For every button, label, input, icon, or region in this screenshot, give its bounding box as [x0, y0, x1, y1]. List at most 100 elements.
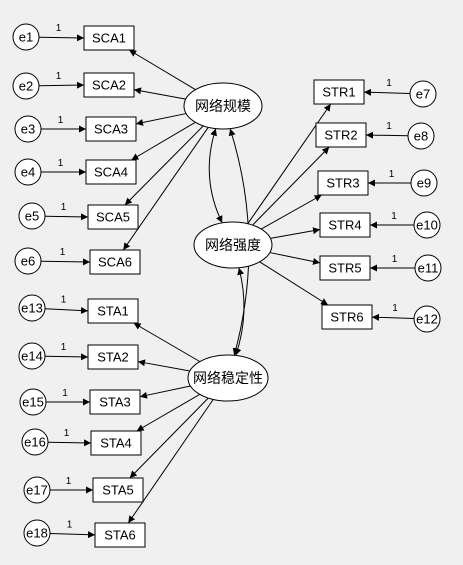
error-term-circle [14, 158, 42, 186]
observed-variable-label: SCA1 [92, 31, 126, 46]
error-term-circle [18, 294, 46, 322]
error-arrow [44, 353, 89, 361]
error-term-label: e2 [19, 79, 33, 94]
error-term-label: e11 [418, 261, 439, 276]
covariance-arrow [234, 267, 245, 356]
regression-weight: 1 [61, 202, 67, 213]
loading-arrow [270, 227, 321, 239]
error-arrow [38, 34, 85, 42]
error-term-label: e4 [21, 165, 35, 180]
error-term-circle [409, 80, 437, 108]
regression-weight: 1 [392, 303, 398, 314]
regression-weight: 1 [392, 254, 398, 265]
observed-variable-box [319, 255, 371, 281]
loading-arrow [133, 87, 186, 100]
regression-weight: 1 [56, 71, 62, 82]
error-term-label: e10 [416, 218, 438, 233]
observed-variable-box [83, 72, 135, 98]
error-term-circle [413, 305, 441, 333]
error-term-circle [23, 476, 51, 504]
latent-variable-ellipse [183, 82, 263, 130]
latent-variable-label: 网络强度 [205, 237, 261, 253]
regression-weight: 1 [386, 121, 392, 132]
observed-variable-box [321, 304, 373, 330]
observed-variable-box [315, 122, 367, 148]
observed-variable-label: STR5 [328, 261, 361, 276]
observed-variable-box [92, 477, 144, 503]
regression-weight: 1 [56, 23, 62, 34]
loading-arrow [252, 146, 330, 226]
loading-arrow [129, 397, 209, 479]
observed-variable-box [85, 116, 137, 142]
latent-variable-label: 网络稳定性 [193, 370, 263, 386]
observed-variable-box [85, 159, 137, 185]
error-term-circle [14, 247, 42, 275]
error-term-label: e1 [19, 30, 33, 45]
observed-variable-label: STR1 [322, 85, 355, 100]
error-term-label: e14 [21, 349, 43, 364]
observed-variable-label: STR2 [324, 128, 357, 143]
error-term-circle [407, 122, 435, 150]
regression-weight: 1 [386, 78, 392, 89]
error-term-label: e8 [414, 129, 428, 144]
observed-variable-label: STA5 [102, 483, 134, 498]
observed-variable-label: STR3 [326, 176, 359, 191]
regression-weight: 1 [60, 247, 66, 258]
regression-weight: 1 [391, 211, 397, 222]
observed-variable-label: SCA6 [98, 255, 132, 270]
loading-arrow [122, 127, 209, 251]
error-term-label: e9 [417, 176, 431, 191]
error-term-label: e12 [416, 312, 438, 327]
error-term-circle [18, 342, 46, 370]
observed-variable-box [317, 170, 369, 196]
loading-arrow [269, 252, 321, 265]
error-term-label: e6 [21, 254, 35, 269]
error-term-label: e7 [416, 87, 430, 102]
regression-weight: 1 [58, 158, 64, 169]
error-arrow [371, 313, 415, 321]
loading-arrow [135, 113, 187, 126]
error-term-circle [12, 23, 40, 51]
latent-variable-label: 网络规模 [195, 98, 251, 114]
error-term-circle [12, 72, 40, 100]
observed-variable-label: SCA5 [96, 210, 130, 225]
error-term-label: e16 [24, 435, 46, 450]
observed-variable-box [319, 212, 371, 238]
observed-variable-box [89, 389, 141, 415]
loading-arrow [124, 125, 204, 206]
error-term-label: e3 [21, 122, 35, 137]
observed-variable-box [87, 204, 139, 230]
loading-arrow [131, 121, 196, 161]
regression-weight: 1 [61, 295, 67, 306]
error-arrow [365, 131, 409, 139]
loading-arrow [139, 385, 191, 399]
observed-variable-label: STA1 [97, 304, 129, 319]
observed-variable-label: STA4 [100, 436, 132, 451]
error-term-label: e17 [26, 483, 48, 498]
observed-variable-label: SCA3 [94, 122, 128, 137]
error-arrow [363, 88, 411, 96]
observed-variable-box [90, 430, 142, 456]
regression-weight: 1 [67, 519, 73, 530]
loading-arrow [137, 359, 190, 372]
regression-weight: 1 [389, 169, 395, 180]
error-term-circle [14, 115, 42, 143]
error-arrow [47, 439, 92, 447]
error-arrow [49, 531, 96, 539]
regression-weight: 1 [66, 476, 72, 487]
observed-variable-box [89, 249, 141, 275]
covariance-arrow [208, 128, 223, 224]
observed-variable-label: STA6 [104, 528, 136, 543]
error-term-label: e15 [22, 395, 44, 410]
regression-weight: 1 [62, 388, 68, 399]
observed-variable-label: STR4 [328, 218, 361, 233]
error-arrow [44, 213, 89, 221]
regression-weight: 1 [61, 342, 67, 353]
observed-variable-box [87, 298, 139, 324]
error-term-circle [410, 169, 438, 197]
loading-arrow [128, 49, 196, 91]
error-term-label: e5 [25, 209, 39, 224]
latent-variable-ellipse [193, 221, 273, 269]
observed-variable-label: SCA4 [94, 165, 128, 180]
